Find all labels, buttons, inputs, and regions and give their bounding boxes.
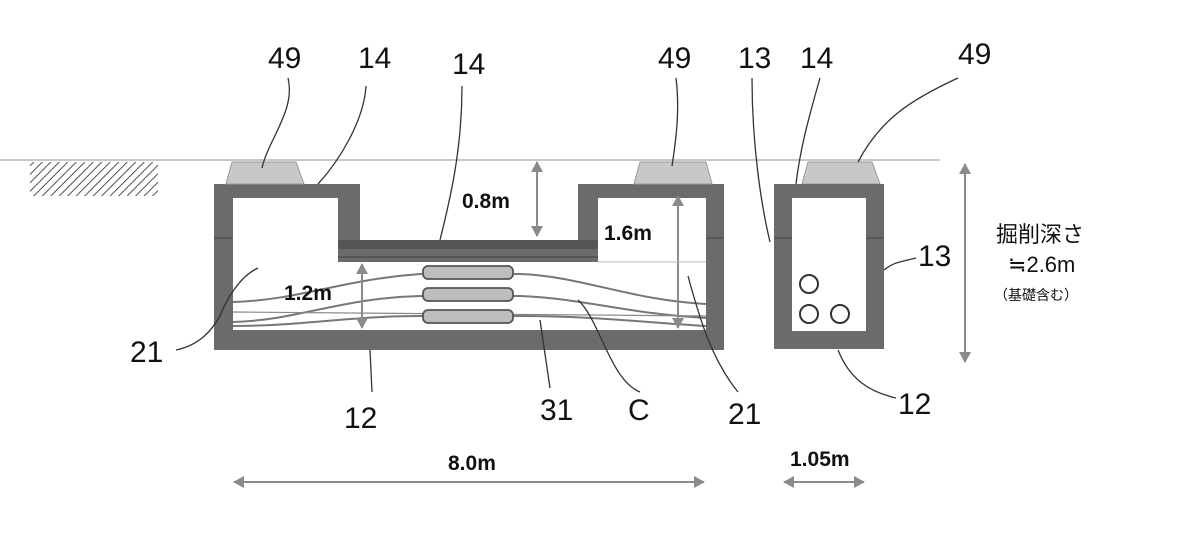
note-title: 掘削深さ — [996, 222, 1084, 247]
cable-joint-3 — [423, 310, 513, 323]
ground-hatch — [30, 162, 158, 196]
note-sub: （基礎含む） — [994, 287, 1078, 303]
side-cable-1 — [800, 275, 818, 293]
lid-right — [634, 162, 712, 184]
ref-c-cable: C — [628, 394, 650, 427]
ref-13-side: 13 — [738, 42, 771, 75]
ref-49-far-right: 49 — [958, 38, 991, 71]
ref-49-right: 49 — [658, 42, 691, 75]
dim-label-8.0m: 8.0m — [448, 452, 496, 475]
lid-far-right — [802, 162, 880, 184]
side-cable-2 — [800, 305, 818, 323]
ref-14-center: 14 — [452, 48, 485, 81]
ref-21-left: 21 — [130, 336, 163, 369]
dim-label-1.05m: 1.05m — [790, 448, 850, 471]
dim-label-1.6m: 1.6m — [604, 222, 652, 245]
ref-49-left: 49 — [268, 42, 301, 75]
ref-12-left: 12 — [344, 402, 377, 435]
ref-14-left: 14 — [358, 42, 391, 75]
ref-13-right: 13 — [918, 240, 951, 273]
center-lid-plate — [338, 240, 598, 249]
side-trough — [774, 184, 884, 349]
dim-label-1.2m: 1.2m — [284, 282, 332, 305]
note-value: ≒2.6m — [1008, 252, 1075, 277]
lid-left — [226, 162, 304, 184]
cable-joint-2 — [423, 288, 513, 301]
ref-21-right: 21 — [728, 398, 761, 431]
ref-12-right: 12 — [898, 388, 931, 421]
dim-label-0.8m: 0.8m — [462, 190, 510, 213]
ref-14-side: 14 — [800, 42, 833, 75]
ref-31-tray: 31 — [540, 394, 573, 427]
side-cable-3 — [831, 305, 849, 323]
cable-joint-1 — [423, 266, 513, 279]
